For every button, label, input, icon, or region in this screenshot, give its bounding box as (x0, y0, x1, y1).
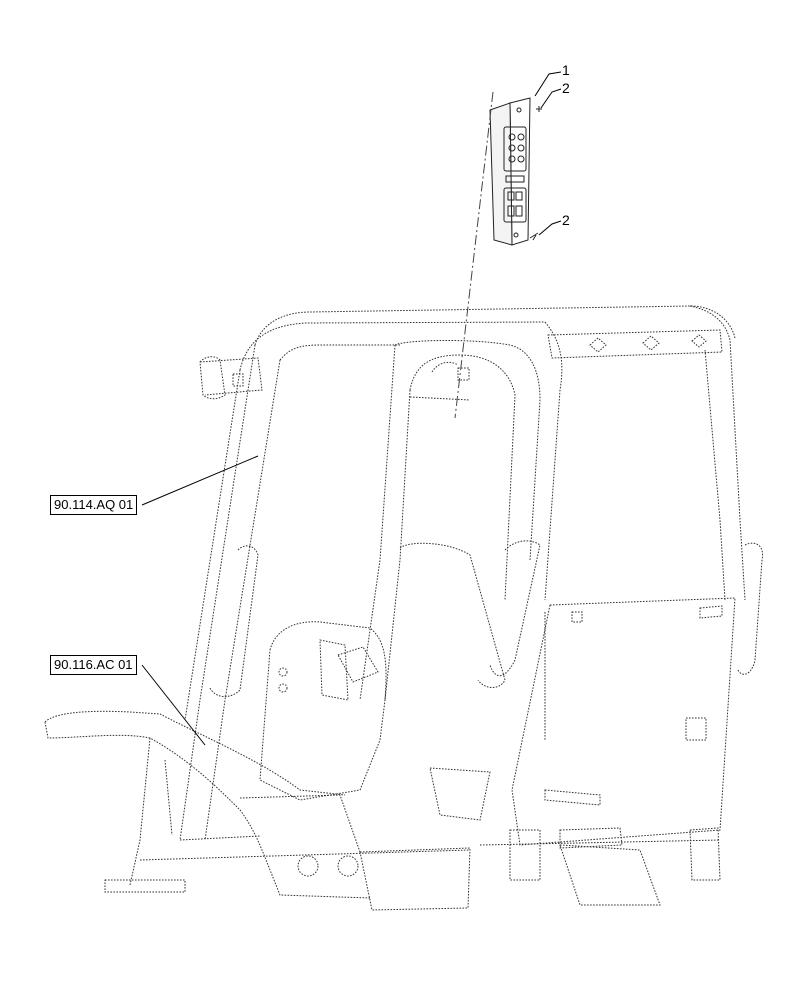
callout-item-2-top: 2 (562, 80, 570, 96)
switch-panel-drawing (489, 97, 542, 246)
cab-frame-drawing (179, 305, 764, 841)
seat-console-drawing (44, 621, 491, 911)
rear-panel-drawing (479, 597, 736, 906)
callout-item-2-bottom: 2 (562, 212, 570, 228)
leader-lines (141, 71, 562, 746)
ref-label-seat-console[interactable]: 90.116.AC 01 (50, 655, 137, 675)
install-centerline (454, 91, 494, 419)
callout-item-1: 1 (562, 62, 570, 78)
ref-label-cab-frame[interactable]: 90.114.AQ 01 (50, 495, 138, 515)
